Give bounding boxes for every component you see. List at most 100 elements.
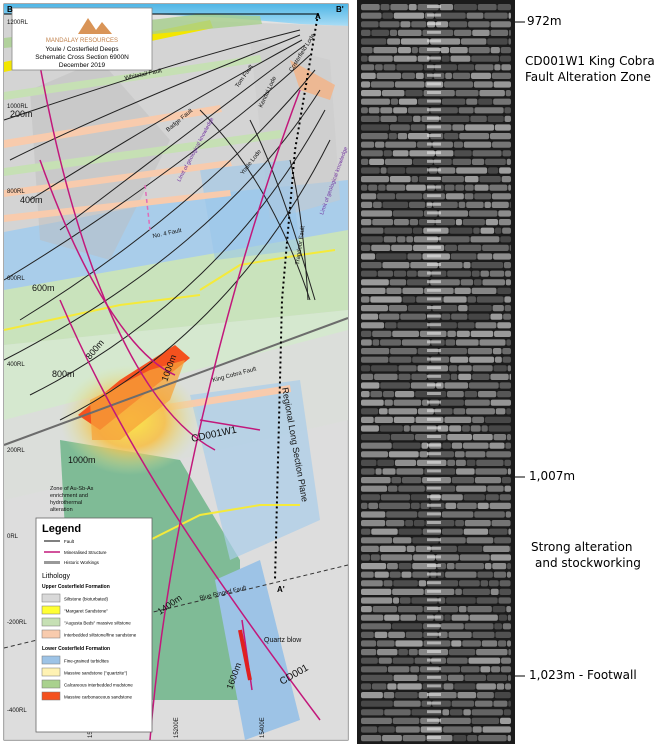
- core-piece: [465, 623, 494, 629]
- core-piece: [361, 580, 383, 586]
- core-piece: [442, 709, 449, 715]
- core-piece: [471, 56, 499, 62]
- easting-label: 15200E: [174, 717, 180, 738]
- core-piece: [475, 322, 496, 328]
- core-piece: [384, 228, 412, 234]
- core-piece: [411, 494, 430, 500]
- core-depth-tag: [427, 349, 441, 352]
- core-depth-tag: [427, 383, 441, 386]
- core-depth-tag: [427, 151, 441, 154]
- core-piece: [508, 649, 511, 655]
- legend: Legend Fault Mineralised Structure Histo…: [36, 518, 152, 732]
- core-piece: [390, 176, 411, 182]
- core-piece: [372, 331, 391, 337]
- core-piece: [492, 563, 506, 569]
- zone-text: alteration: [50, 507, 73, 513]
- core-piece: [411, 21, 426, 27]
- core-piece: [392, 589, 424, 595]
- core-row: [361, 21, 511, 27]
- core-piece: [503, 623, 511, 629]
- core-piece: [361, 202, 372, 208]
- core-piece: [505, 305, 511, 311]
- core-row: [361, 640, 511, 646]
- core-piece: [405, 520, 413, 526]
- core-piece: [497, 683, 504, 689]
- core-piece: [400, 615, 416, 621]
- core-piece: [361, 382, 379, 388]
- core-piece: [361, 443, 392, 449]
- core-piece: [447, 271, 471, 277]
- core-piece: [478, 391, 496, 397]
- core-piece: [490, 314, 502, 320]
- core-piece: [455, 520, 464, 526]
- core-piece: [361, 245, 370, 251]
- core-piece: [457, 331, 470, 337]
- core-piece: [398, 116, 413, 122]
- core-piece: [458, 64, 474, 70]
- core-piece: [453, 159, 472, 165]
- core-row: [361, 468, 511, 474]
- core-piece: [500, 236, 511, 242]
- core-piece: [455, 563, 484, 569]
- core-piece: [458, 365, 472, 371]
- core-piece: [361, 434, 390, 440]
- core-piece: [361, 90, 381, 96]
- core-piece: [477, 572, 493, 578]
- core-piece: [386, 185, 405, 191]
- core-row: [361, 382, 511, 388]
- depth-label: 600m: [32, 283, 55, 293]
- core-piece: [361, 425, 379, 431]
- depth-972-label: 972m: [527, 14, 562, 29]
- core-piece: [361, 81, 370, 87]
- core-row: [361, 236, 511, 242]
- core-piece: [407, 271, 417, 277]
- core-piece: [479, 90, 505, 96]
- core-piece: [455, 451, 465, 457]
- legend-swatch: [42, 656, 60, 664]
- core-piece: [478, 503, 489, 509]
- core-piece: [410, 219, 418, 225]
- core-piece: [411, 374, 427, 380]
- core-piece: [444, 417, 471, 423]
- core-piece: [381, 167, 387, 173]
- core-row: [361, 511, 511, 517]
- label-A-prime: A': [277, 585, 285, 594]
- core-piece: [390, 572, 401, 578]
- core-depth-tag: [427, 641, 441, 644]
- core-piece: [473, 365, 493, 371]
- core-row: [361, 167, 511, 173]
- core-piece: [469, 382, 499, 388]
- core-piece: [451, 374, 458, 380]
- core-piece: [398, 133, 407, 139]
- core-row: [361, 606, 511, 612]
- core-piece: [391, 245, 412, 251]
- core-piece: [487, 675, 507, 681]
- core-piece: [483, 726, 511, 732]
- core-piece: [502, 176, 511, 182]
- core-piece: [400, 21, 410, 27]
- core-row: [361, 623, 511, 629]
- core-piece: [396, 726, 420, 732]
- core-piece: [482, 279, 505, 285]
- core-depth-tag: [427, 573, 441, 576]
- core-piece: [377, 460, 394, 466]
- core-piece: [439, 348, 467, 354]
- core-piece: [485, 417, 511, 423]
- core-row: [361, 391, 511, 397]
- core-piece: [454, 288, 470, 294]
- core-row: [361, 339, 511, 345]
- core-piece: [369, 107, 380, 113]
- core-piece: [467, 606, 492, 612]
- geological-cross-section: MANDALAY RESOURCES Youle / Costerfield D…: [0, 0, 352, 744]
- core-piece: [488, 116, 504, 122]
- core-piece: [390, 30, 397, 36]
- core-piece: [395, 391, 414, 397]
- core-piece: [490, 133, 511, 139]
- core-row: [361, 632, 511, 638]
- core-piece: [463, 709, 471, 715]
- core-piece: [489, 185, 507, 191]
- core-piece: [395, 692, 418, 698]
- core-row: [361, 219, 511, 225]
- core-piece: [440, 666, 460, 672]
- core-piece: [390, 279, 406, 285]
